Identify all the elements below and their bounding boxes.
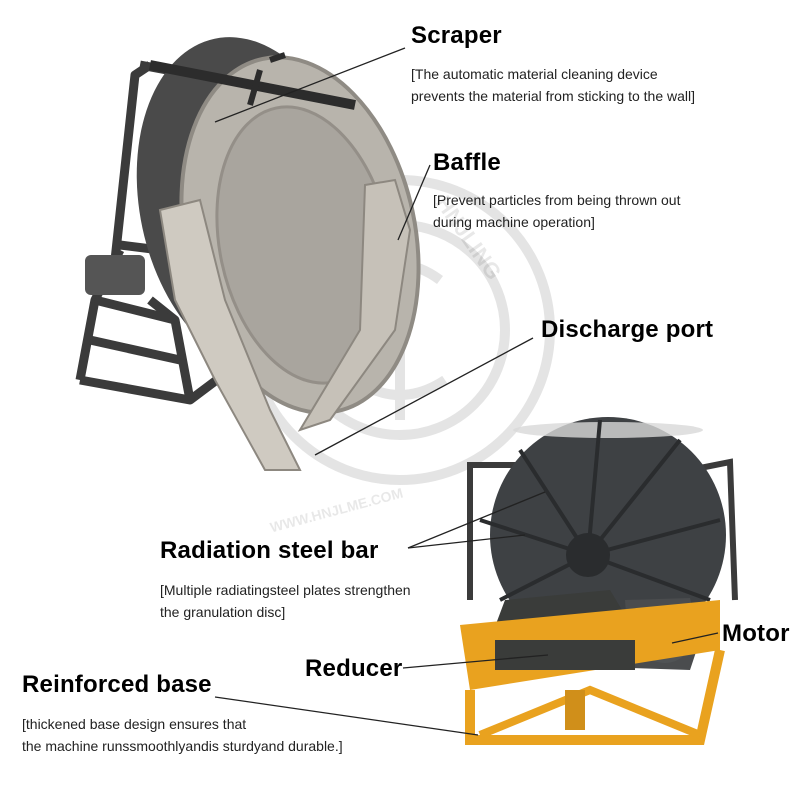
callout-radiation-desc: [Multiple radiatingsteel plates strength… [160, 582, 411, 620]
leader-radiation-2 [407, 534, 526, 549]
discharge-chute [158, 198, 302, 471]
leader-discharge [314, 337, 534, 456]
leader-baffle [397, 164, 431, 241]
callout-discharge-title: Discharge port [541, 316, 714, 343]
callout-base-title: Reinforced base [22, 671, 212, 698]
top-motor-box [85, 255, 145, 295]
leader-motor [671, 632, 719, 644]
leader-lines [214, 47, 719, 736]
callout-base-desc: [thickened base design ensures that the … [22, 716, 343, 754]
baffle-plate [297, 178, 412, 432]
pan-granulator-top [75, 37, 421, 471]
callout-radiation-title: Radiation steel bar [160, 537, 379, 564]
leader-base [214, 696, 479, 736]
callout-scraper-title: Scraper [411, 22, 502, 49]
bottom-disc [490, 417, 726, 653]
callout-reducer-title: Reducer [305, 655, 403, 682]
leader-radiation-1 [407, 491, 546, 549]
scraper-bar [149, 60, 356, 110]
callout-baffle-desc: [Prevent particles from being thrown out… [433, 192, 681, 230]
leader-reducer [402, 654, 549, 669]
callout-scraper-desc: [The automatic material cleaning device … [411, 66, 696, 104]
callout-baffle-title: Baffle [433, 149, 501, 176]
leader-scraper [214, 47, 406, 123]
callout-motor-title: Motor [722, 620, 790, 647]
pan-granulator-bottom [460, 417, 738, 745]
